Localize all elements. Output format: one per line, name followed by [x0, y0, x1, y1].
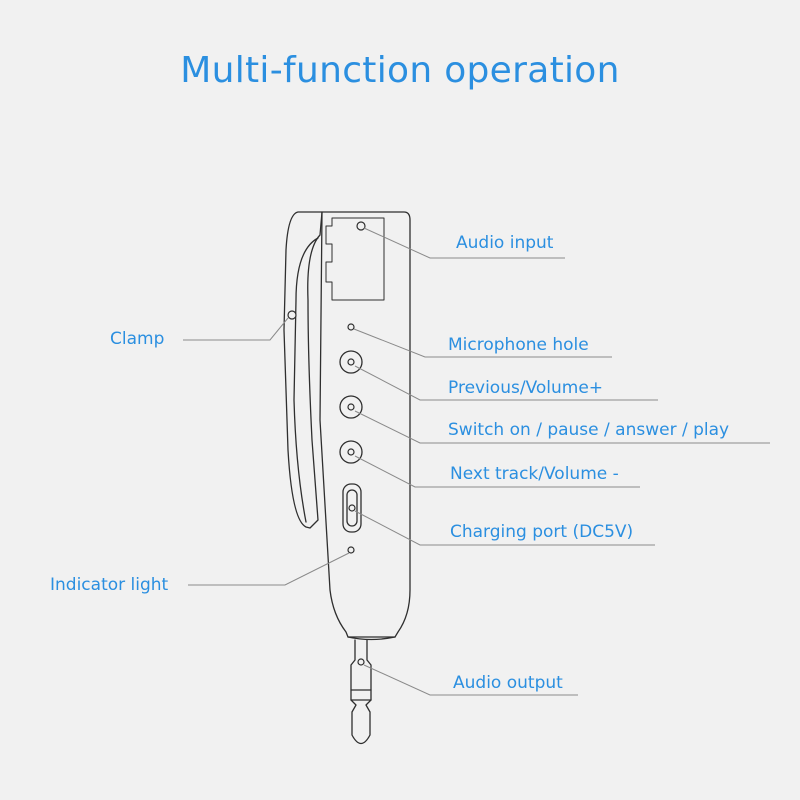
leader-audio-input — [363, 227, 565, 259]
clamp-inner-line — [293, 237, 319, 523]
charging-port — [342, 483, 362, 533]
leader-next — [354, 455, 640, 488]
page-title: Multi-function operation — [180, 50, 620, 91]
charging-port-inner — [346, 489, 358, 527]
previous-button — [339, 350, 363, 374]
device-body — [319, 211, 411, 638]
audio-output-marker — [357, 658, 365, 666]
microphone-hole-label: Microphone hole — [448, 335, 589, 355]
audio-plug — [350, 639, 372, 745]
previous-button-marker — [347, 358, 355, 366]
clamp-marker — [287, 310, 297, 320]
leader-indicator — [188, 552, 350, 586]
clamp-label: Clamp — [110, 329, 165, 349]
audio-input-label: Audio input — [456, 233, 554, 253]
previous-volume-label: Previous/Volume+ — [448, 378, 604, 398]
next-button — [339, 440, 363, 464]
leader-clamp — [183, 317, 289, 341]
clamp-outline — [283, 211, 323, 529]
leader-previous — [354, 365, 658, 401]
body-bottom-detail — [347, 636, 396, 641]
charging-port-marker — [348, 504, 356, 512]
next-track-label: Next track/Volume - — [450, 464, 619, 484]
indicator-light — [347, 546, 355, 554]
charging-port-label: Charging port (DC5V) — [450, 522, 634, 542]
leader-charging — [354, 510, 655, 546]
play-button-marker — [347, 403, 355, 411]
next-button-marker — [347, 448, 355, 456]
leader-play — [354, 410, 770, 444]
play-button — [339, 395, 363, 419]
leader-microphone — [353, 328, 612, 358]
audio-output-label: Audio output — [453, 673, 563, 693]
audio-input-marker — [356, 221, 366, 231]
microphone-hole — [347, 323, 355, 331]
leader-audio-output — [363, 664, 578, 696]
indicator-light-label: Indicator light — [50, 575, 169, 595]
audio-input-socket — [325, 217, 385, 301]
switch-on-label: Switch on / pause / answer / play — [448, 420, 730, 440]
